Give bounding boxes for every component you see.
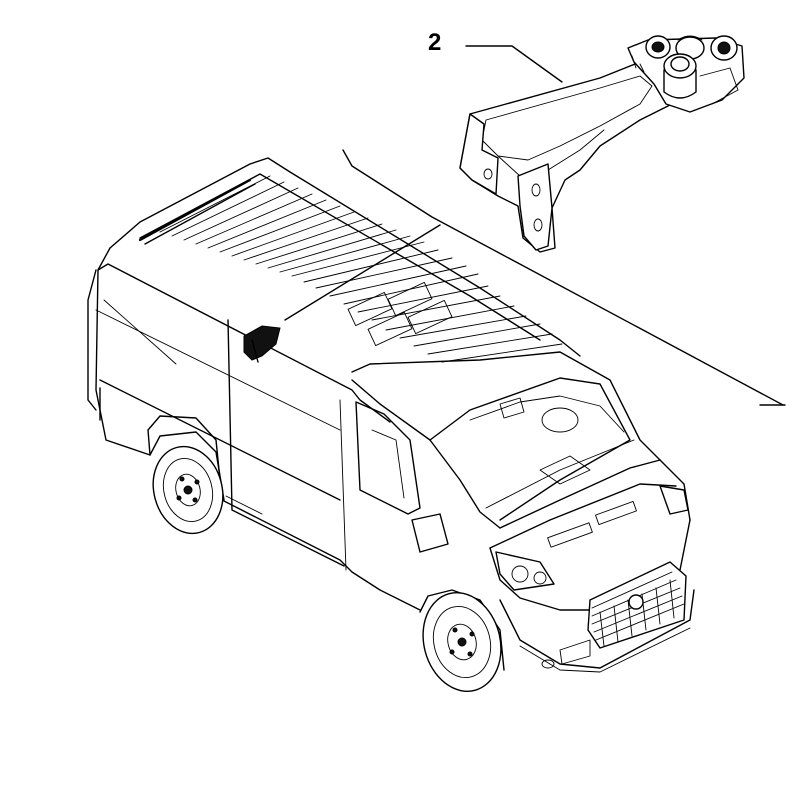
hood-front-edge [489, 483, 677, 549]
flange-hole-1 [531, 183, 541, 197]
a-pillar [351, 379, 501, 529]
sliding-door-edge [227, 319, 345, 567]
steering-wheel [541, 407, 579, 433]
callout-2[interactable]: 2 [428, 29, 563, 83]
van-side-lower-edge [95, 247, 421, 611]
bracket-flange [517, 163, 553, 251]
roof-ribs [159, 175, 563, 363]
location-pointer [284, 149, 786, 406]
dashboard [469, 395, 625, 433]
side-crease [95, 309, 341, 431]
front-wheel [419, 589, 505, 692]
roller-right [710, 35, 738, 61]
plate-detail [631, 55, 645, 73]
brand-badge [628, 594, 644, 610]
front-bumper [499, 589, 695, 669]
center-console [539, 455, 591, 485]
fog-light [541, 659, 555, 669]
pointer-line-upper [342, 149, 784, 406]
door-handle [225, 495, 263, 515]
roof-top-edge [109, 157, 581, 357]
wiper-line [485, 439, 635, 509]
roller-left [645, 35, 671, 59]
hood-top [499, 459, 691, 529]
pointer-line-to-part [284, 224, 441, 321]
rear-wheel [149, 431, 225, 535]
part-location-marker[interactable] [243, 325, 281, 363]
roof-inner-edge [139, 173, 541, 341]
van-illustration [87, 157, 695, 692]
roller-bottom [663, 53, 697, 99]
callout-leader-line [465, 45, 563, 83]
tab-hole [483, 168, 493, 180]
bracket-tab [459, 113, 499, 195]
side-window [355, 401, 421, 515]
b-pillar [339, 399, 347, 571]
bracket-recess [481, 75, 653, 161]
roof-panel-boxes [347, 281, 453, 347]
side-stripe [103, 299, 177, 365]
side-lower-crease [99, 379, 341, 501]
flange-hole-2 [533, 218, 543, 232]
hood-vents [547, 501, 637, 548]
van-rear [87, 269, 97, 411]
windshield-top [351, 351, 661, 461]
roller-bracket-part[interactable] [459, 35, 745, 253]
headlight-right [659, 485, 689, 515]
license-plate [559, 639, 591, 665]
headlight-left [495, 551, 555, 591]
roller-arm [699, 67, 739, 105]
roof-rail-left [138, 178, 252, 242]
windshield [429, 377, 631, 521]
callout-number: 2 [428, 29, 441, 56]
side-mirror [411, 513, 449, 553]
rearview-mirror [499, 397, 525, 419]
